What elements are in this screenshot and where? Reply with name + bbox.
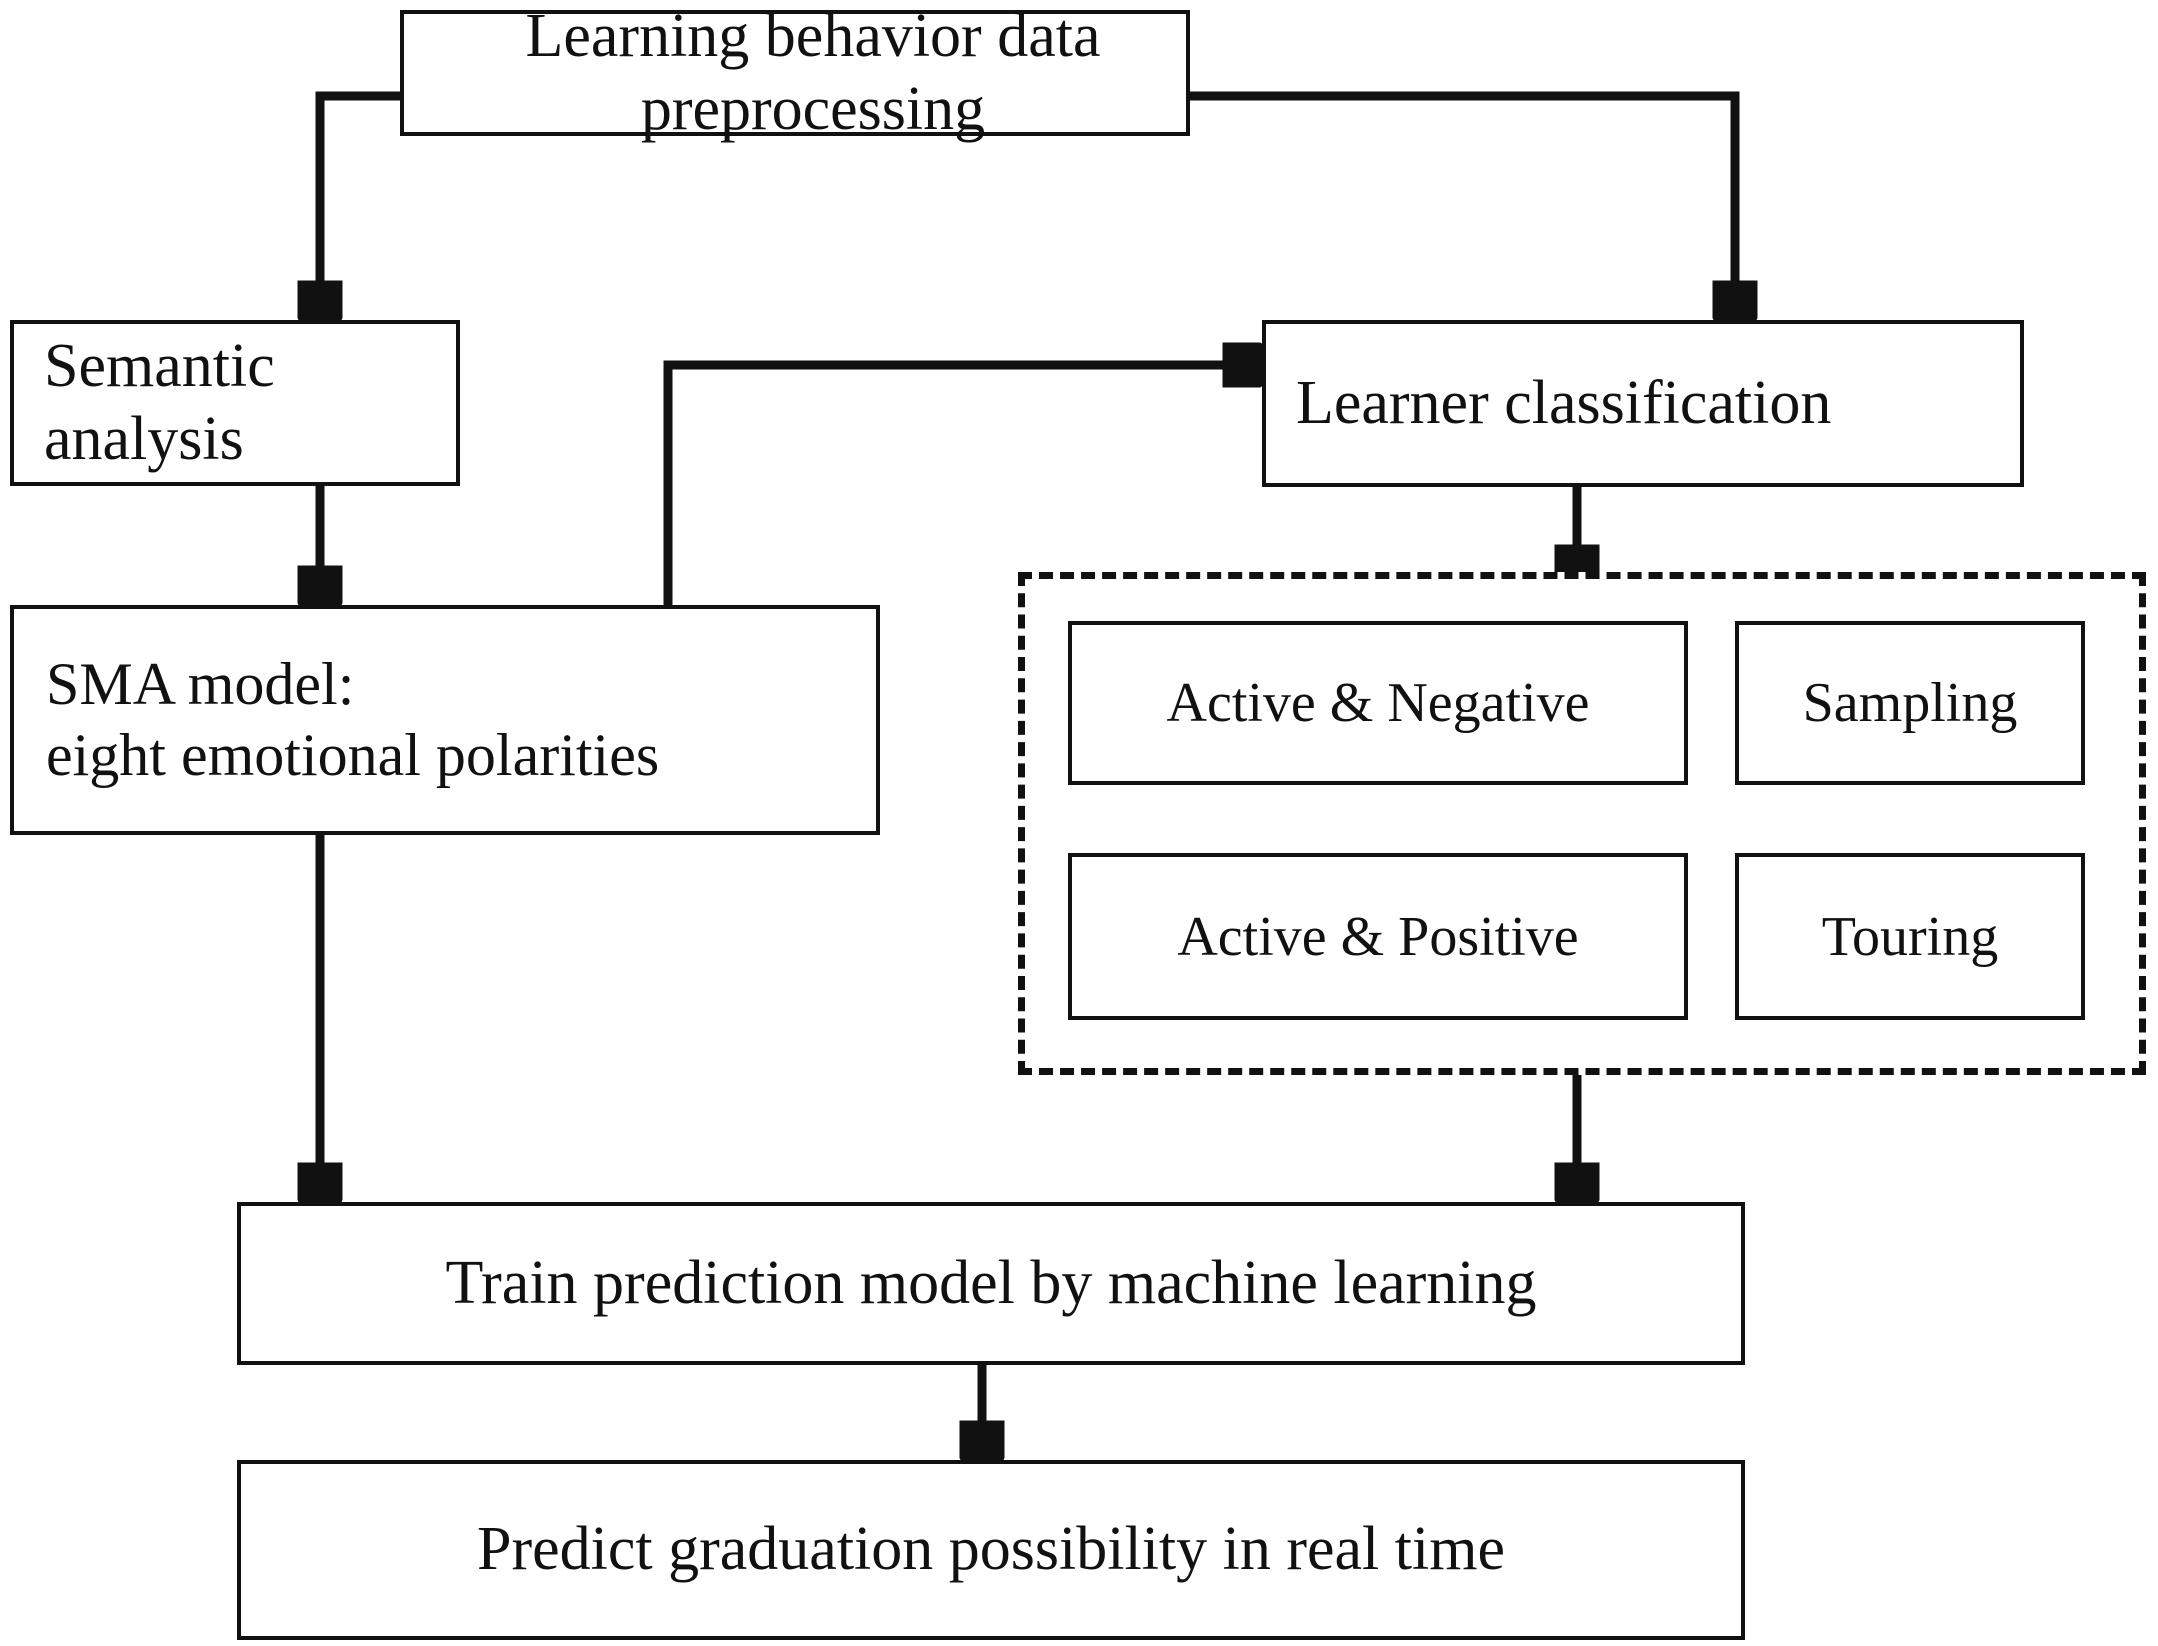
node-semantic-analysis[interactable]: Semantic analysis	[10, 320, 460, 486]
node-preprocessing-label: Learning behavior data preprocessing	[525, 1, 1101, 143]
node-touring-label: Touring	[1821, 905, 1999, 968]
node-semantic-analysis-label: Semantic analysis	[44, 331, 275, 473]
connector-sma-to-learner	[663, 365, 1256, 605]
node-sampling[interactable]: Sampling	[1735, 621, 2085, 785]
node-learner-classification[interactable]: Learner classification	[1262, 320, 2024, 487]
connector-preprocessing-to-learner	[1190, 91, 1735, 314]
connector-preprocessing-to-semantic	[320, 91, 400, 314]
node-preprocessing[interactable]: Learning behavior data preprocessing	[400, 2, 1190, 143]
node-active-positive[interactable]: Active & Positive	[1068, 853, 1688, 1020]
node-sma-model[interactable]: SMA model: eight emotional polarities	[10, 605, 880, 835]
node-active-positive-label: Active & Positive	[1177, 905, 1579, 968]
node-sma-model-label: SMA model: eight emotional polarities	[46, 651, 660, 788]
node-predict-graduation[interactable]: Predict graduation possibility in real t…	[237, 1460, 1745, 1640]
node-active-negative[interactable]: Active & Negative	[1068, 621, 1688, 785]
node-train-prediction-model-label: Train prediction model by machine learni…	[445, 1248, 1537, 1317]
node-learner-classification-label: Learner classification	[1296, 368, 1832, 437]
node-touring[interactable]: Touring	[1735, 853, 2085, 1020]
node-sampling-label: Sampling	[1802, 672, 2018, 734]
node-predict-graduation-label: Predict graduation possibility in real t…	[477, 1515, 1505, 1584]
node-train-prediction-model[interactable]: Train prediction model by machine learni…	[237, 1202, 1745, 1365]
node-active-negative-label: Active & Negative	[1166, 672, 1590, 734]
